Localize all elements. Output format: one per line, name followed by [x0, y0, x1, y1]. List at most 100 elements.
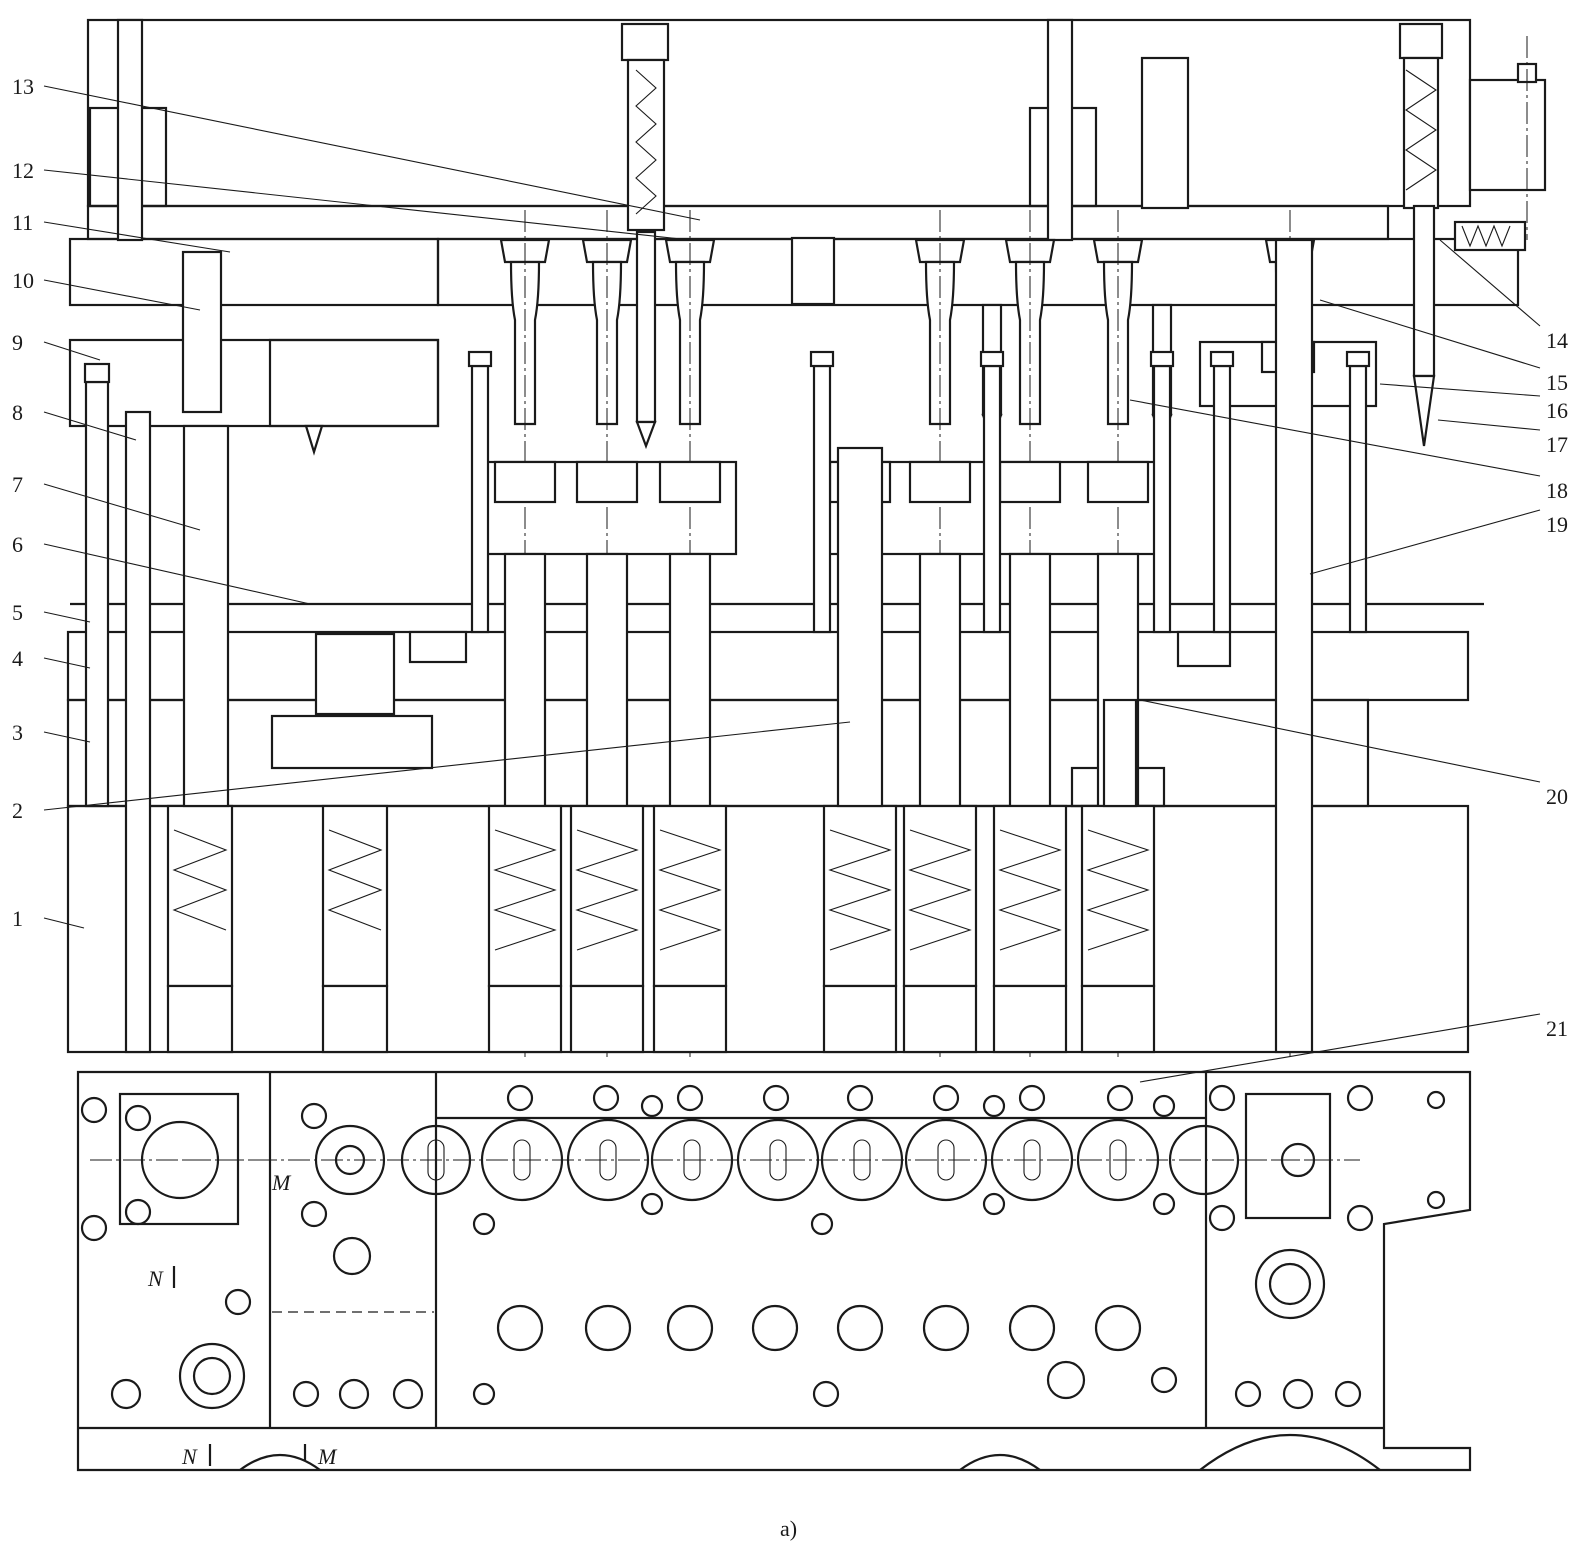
plan-hole [392, 1378, 424, 1410]
die-button-bore [668, 552, 712, 808]
leader-line-6 [43, 543, 311, 605]
station-hole [314, 1124, 386, 1196]
plan-hole [1282, 1378, 1314, 1410]
punch-guide-bush [658, 460, 722, 504]
callout-label-14: 14 [1546, 328, 1568, 353]
figure-caption: a) [780, 1516, 797, 1541]
callout-label-10: 10 [12, 268, 34, 293]
slot [853, 1139, 871, 1181]
punch-guide-bush [575, 460, 639, 504]
plan-hole [124, 1198, 152, 1226]
plan-hole [1046, 1360, 1086, 1400]
plan-hole [640, 1094, 664, 1118]
punch-guide-bush [1086, 460, 1150, 504]
stripper-bolt [1212, 364, 1232, 634]
spring [575, 829, 639, 951]
leader-line-9 [43, 341, 101, 361]
bolt-head [467, 350, 493, 368]
callout-label-9: 9 [12, 330, 23, 355]
threaded-plug [902, 984, 978, 1054]
station-hole [820, 1118, 904, 1202]
spring-plug [1398, 22, 1444, 60]
leader-line-16 [1379, 383, 1541, 397]
screw-hole [932, 1084, 960, 1112]
callout-leaders [43, 85, 1541, 1083]
slot [599, 1139, 617, 1181]
leader-line-10 [43, 279, 201, 311]
plan-holes [80, 1084, 1446, 1410]
plan-hole [1152, 1192, 1176, 1216]
slot [683, 1139, 701, 1181]
slug-cavity [487, 804, 563, 988]
dowel-section [922, 1304, 970, 1352]
intermediate-blocks [70, 460, 1484, 606]
plan-hole [1346, 1204, 1374, 1232]
dowel-section [496, 1304, 544, 1352]
spring [828, 829, 892, 951]
die-button-bore [918, 552, 962, 808]
plan-hole [1208, 1204, 1236, 1232]
slot [1109, 1139, 1127, 1181]
slug-cavity [992, 804, 1068, 988]
plan-hole [810, 1212, 834, 1236]
screw-hole [846, 1084, 874, 1112]
guide-pin-block [181, 250, 223, 414]
station-hole [904, 1118, 988, 1202]
spring [998, 829, 1062, 951]
callout-label-2: 2 [12, 798, 23, 823]
spring [172, 829, 228, 931]
partial-arc [959, 1453, 1041, 1471]
callout-label-1: 1 [12, 906, 23, 931]
leader-line-2 [43, 721, 851, 811]
plan-view [76, 1070, 1472, 1472]
slot [1023, 1139, 1041, 1181]
callout-label-3: 3 [12, 720, 23, 745]
callout-label-15: 15 [1546, 370, 1568, 395]
callout-label-20: 20 [1546, 784, 1568, 809]
guide-post [124, 410, 152, 1054]
square-block [118, 1092, 240, 1226]
locator-pin [304, 424, 324, 456]
plan-hole [1426, 1090, 1446, 1110]
section-mark-m-upper: M [271, 1170, 292, 1195]
section-mark-m-lower: M [317, 1444, 338, 1469]
spring [493, 829, 557, 951]
upper-die-shoe [86, 18, 1472, 208]
die-plate-3 [66, 698, 1370, 808]
partial-arc [1199, 1434, 1381, 1471]
pilot-pin-17 [1412, 204, 1436, 378]
spring [908, 829, 972, 951]
bolt-head [809, 350, 835, 368]
leader-line-7 [43, 483, 201, 531]
pilot-pin [635, 230, 657, 424]
plan-hole [300, 1102, 328, 1130]
slug-cavity [902, 804, 978, 988]
threaded-plug [992, 984, 1068, 1054]
stripper-bolt [1348, 364, 1368, 634]
plan-hole [80, 1214, 108, 1242]
die-button-bore [585, 552, 629, 808]
plan-hole [1150, 1366, 1178, 1394]
section-mark-n-upper: N [147, 1266, 164, 1291]
plan-hole [1334, 1380, 1362, 1408]
leader-line-1 [43, 917, 85, 929]
screw-hole [676, 1084, 704, 1112]
lifter-plate [270, 714, 434, 770]
upper-die-set [68, 18, 1547, 1060]
guide-post-7 [182, 424, 230, 808]
plan-hole [332, 1236, 372, 1276]
plan-hole [292, 1380, 320, 1408]
plan-hole [1268, 1262, 1312, 1306]
pilot-tip [635, 420, 657, 450]
callout-label-19: 19 [1546, 512, 1568, 537]
center-screw [790, 236, 836, 306]
spring-plug [620, 22, 670, 62]
stripper-insert [268, 338, 440, 428]
section-mark-n-lower: N [181, 1444, 198, 1469]
callout-label-12: 12 [12, 158, 34, 183]
pilot-hole [334, 1144, 366, 1176]
socket-screw [1046, 18, 1074, 242]
plan-hole [1234, 1380, 1262, 1408]
spring-cavity [321, 804, 389, 988]
